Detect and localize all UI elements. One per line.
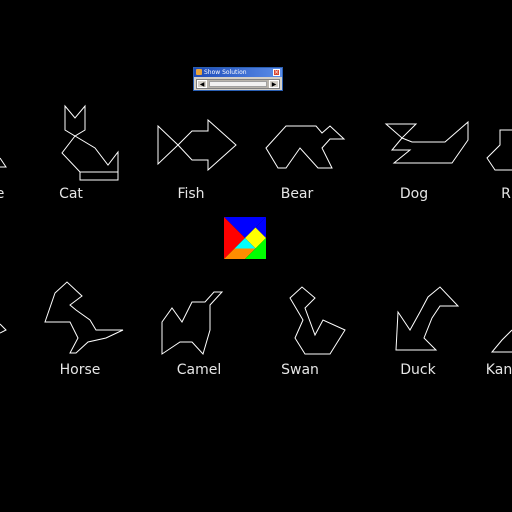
- label-cat: Cat: [59, 186, 83, 202]
- label-fish: Fish: [177, 186, 205, 202]
- tangram-icon[interactable]: [224, 217, 266, 259]
- label-partial-right-bottom: Kan: [485, 362, 512, 378]
- label-horse: Horse: [59, 362, 101, 378]
- label-camel: Camel: [176, 362, 222, 378]
- tangram-piece: [224, 217, 266, 238]
- slider-left-arrow-icon[interactable]: ◀: [197, 80, 207, 88]
- partial-shape-left-top[interactable]: [0, 157, 7, 168]
- window-title: Show Solution: [204, 69, 247, 76]
- partial-shape-left-bottom[interactable]: [0, 323, 7, 334]
- label-swan: Swan: [281, 362, 319, 378]
- slider-right-arrow-icon[interactable]: ▶: [269, 80, 279, 88]
- label-partial-right-top: R: [501, 186, 511, 202]
- bear-shape[interactable]: [265, 125, 346, 169]
- label-bear: Bear: [280, 186, 314, 202]
- dog-shape[interactable]: [384, 120, 469, 164]
- fish-shape[interactable]: [157, 118, 237, 172]
- window-title-bar[interactable]: Show Solution ×: [194, 68, 282, 77]
- label-dog: Dog: [399, 186, 429, 202]
- slider-thumb[interactable]: [209, 81, 267, 87]
- solution-slider[interactable]: ◀ ▶: [196, 79, 280, 89]
- partial-shape-right-bottom[interactable]: [490, 329, 512, 353]
- show-solution-window[interactable]: Show Solution × ◀ ▶: [193, 67, 283, 91]
- camel-shape[interactable]: [161, 291, 224, 355]
- label-partial-left-top: e: [0, 186, 4, 202]
- swan-shape[interactable]: [289, 286, 346, 355]
- app-icon: [196, 69, 202, 75]
- duck-shape[interactable]: [395, 286, 460, 351]
- tangram-piece: [234, 238, 256, 249]
- close-icon[interactable]: ×: [273, 69, 280, 76]
- cat-shape[interactable]: [61, 104, 119, 181]
- tangram-piece: [255, 217, 266, 238]
- tangram-piece: [245, 238, 266, 259]
- partial-shape-right-top[interactable]: [486, 129, 512, 171]
- label-duck: Duck: [400, 362, 436, 378]
- tangram-piece: [224, 217, 245, 259]
- horse-shape[interactable]: [44, 281, 124, 354]
